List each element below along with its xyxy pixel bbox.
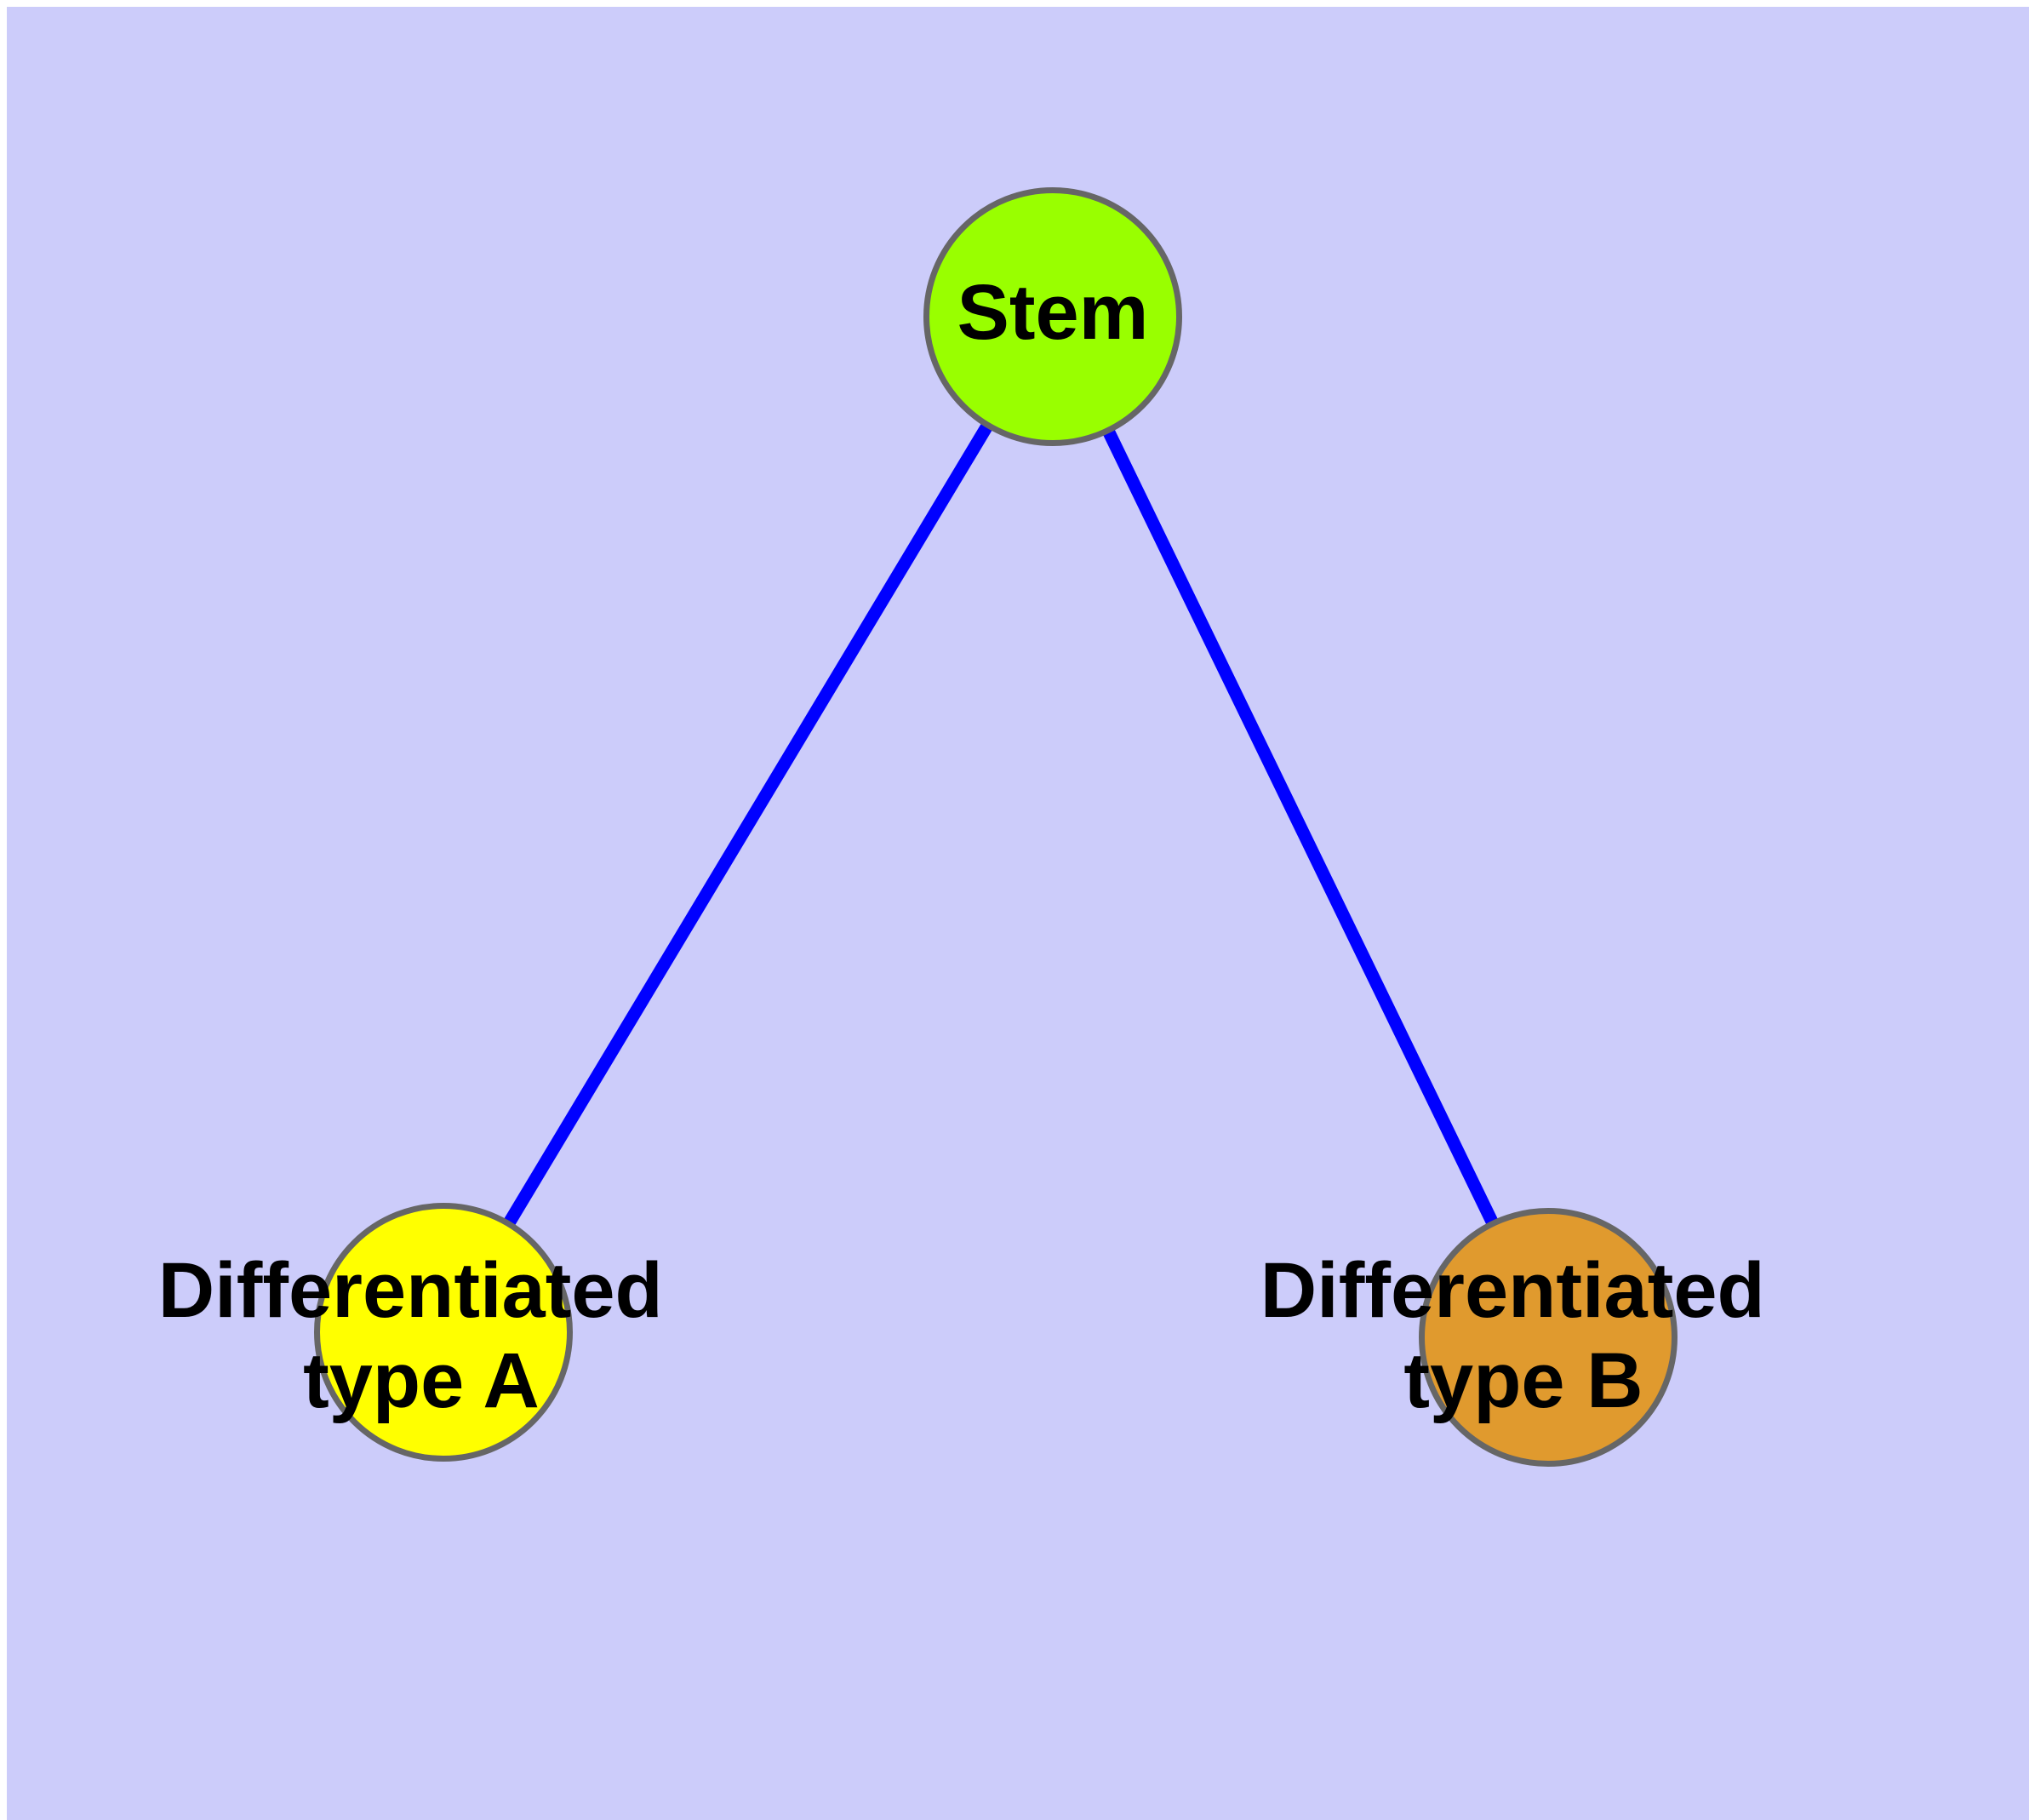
node-label-diff-a: Differentiated type A xyxy=(158,1247,685,1424)
node-label-diff-b-line-2: type B xyxy=(1403,1337,1643,1424)
node-layer xyxy=(314,187,1677,1467)
node-label-diff-b-line-1: Differentiated xyxy=(1260,1247,1765,1334)
node-label-diff-a-line-1: Differentiated xyxy=(158,1247,663,1334)
node-label-stem-line-1: Stem xyxy=(957,269,1149,356)
edge-stem-to-diff-a[interactable] xyxy=(437,313,1059,1336)
node-diff-a[interactable] xyxy=(314,1203,573,1462)
node-stem[interactable] xyxy=(923,187,1182,446)
node-label-diff-b: Differentiated type B xyxy=(1260,1247,1787,1424)
label-layer: Stem Differentiated type A Differentiate… xyxy=(158,269,1787,1424)
node-circle-diff-a[interactable] xyxy=(314,1203,573,1462)
node-diff-b[interactable] xyxy=(1419,1208,1677,1467)
node-circle-stem[interactable] xyxy=(923,187,1182,446)
edge-stem-to-diff-b[interactable] xyxy=(1047,313,1554,1341)
node-circle-diff-b[interactable] xyxy=(1419,1208,1677,1467)
edge-layer xyxy=(437,313,1554,1341)
node-label-stem: Stem xyxy=(957,269,1149,356)
node-label-diff-a-line-2: type A xyxy=(303,1337,540,1424)
